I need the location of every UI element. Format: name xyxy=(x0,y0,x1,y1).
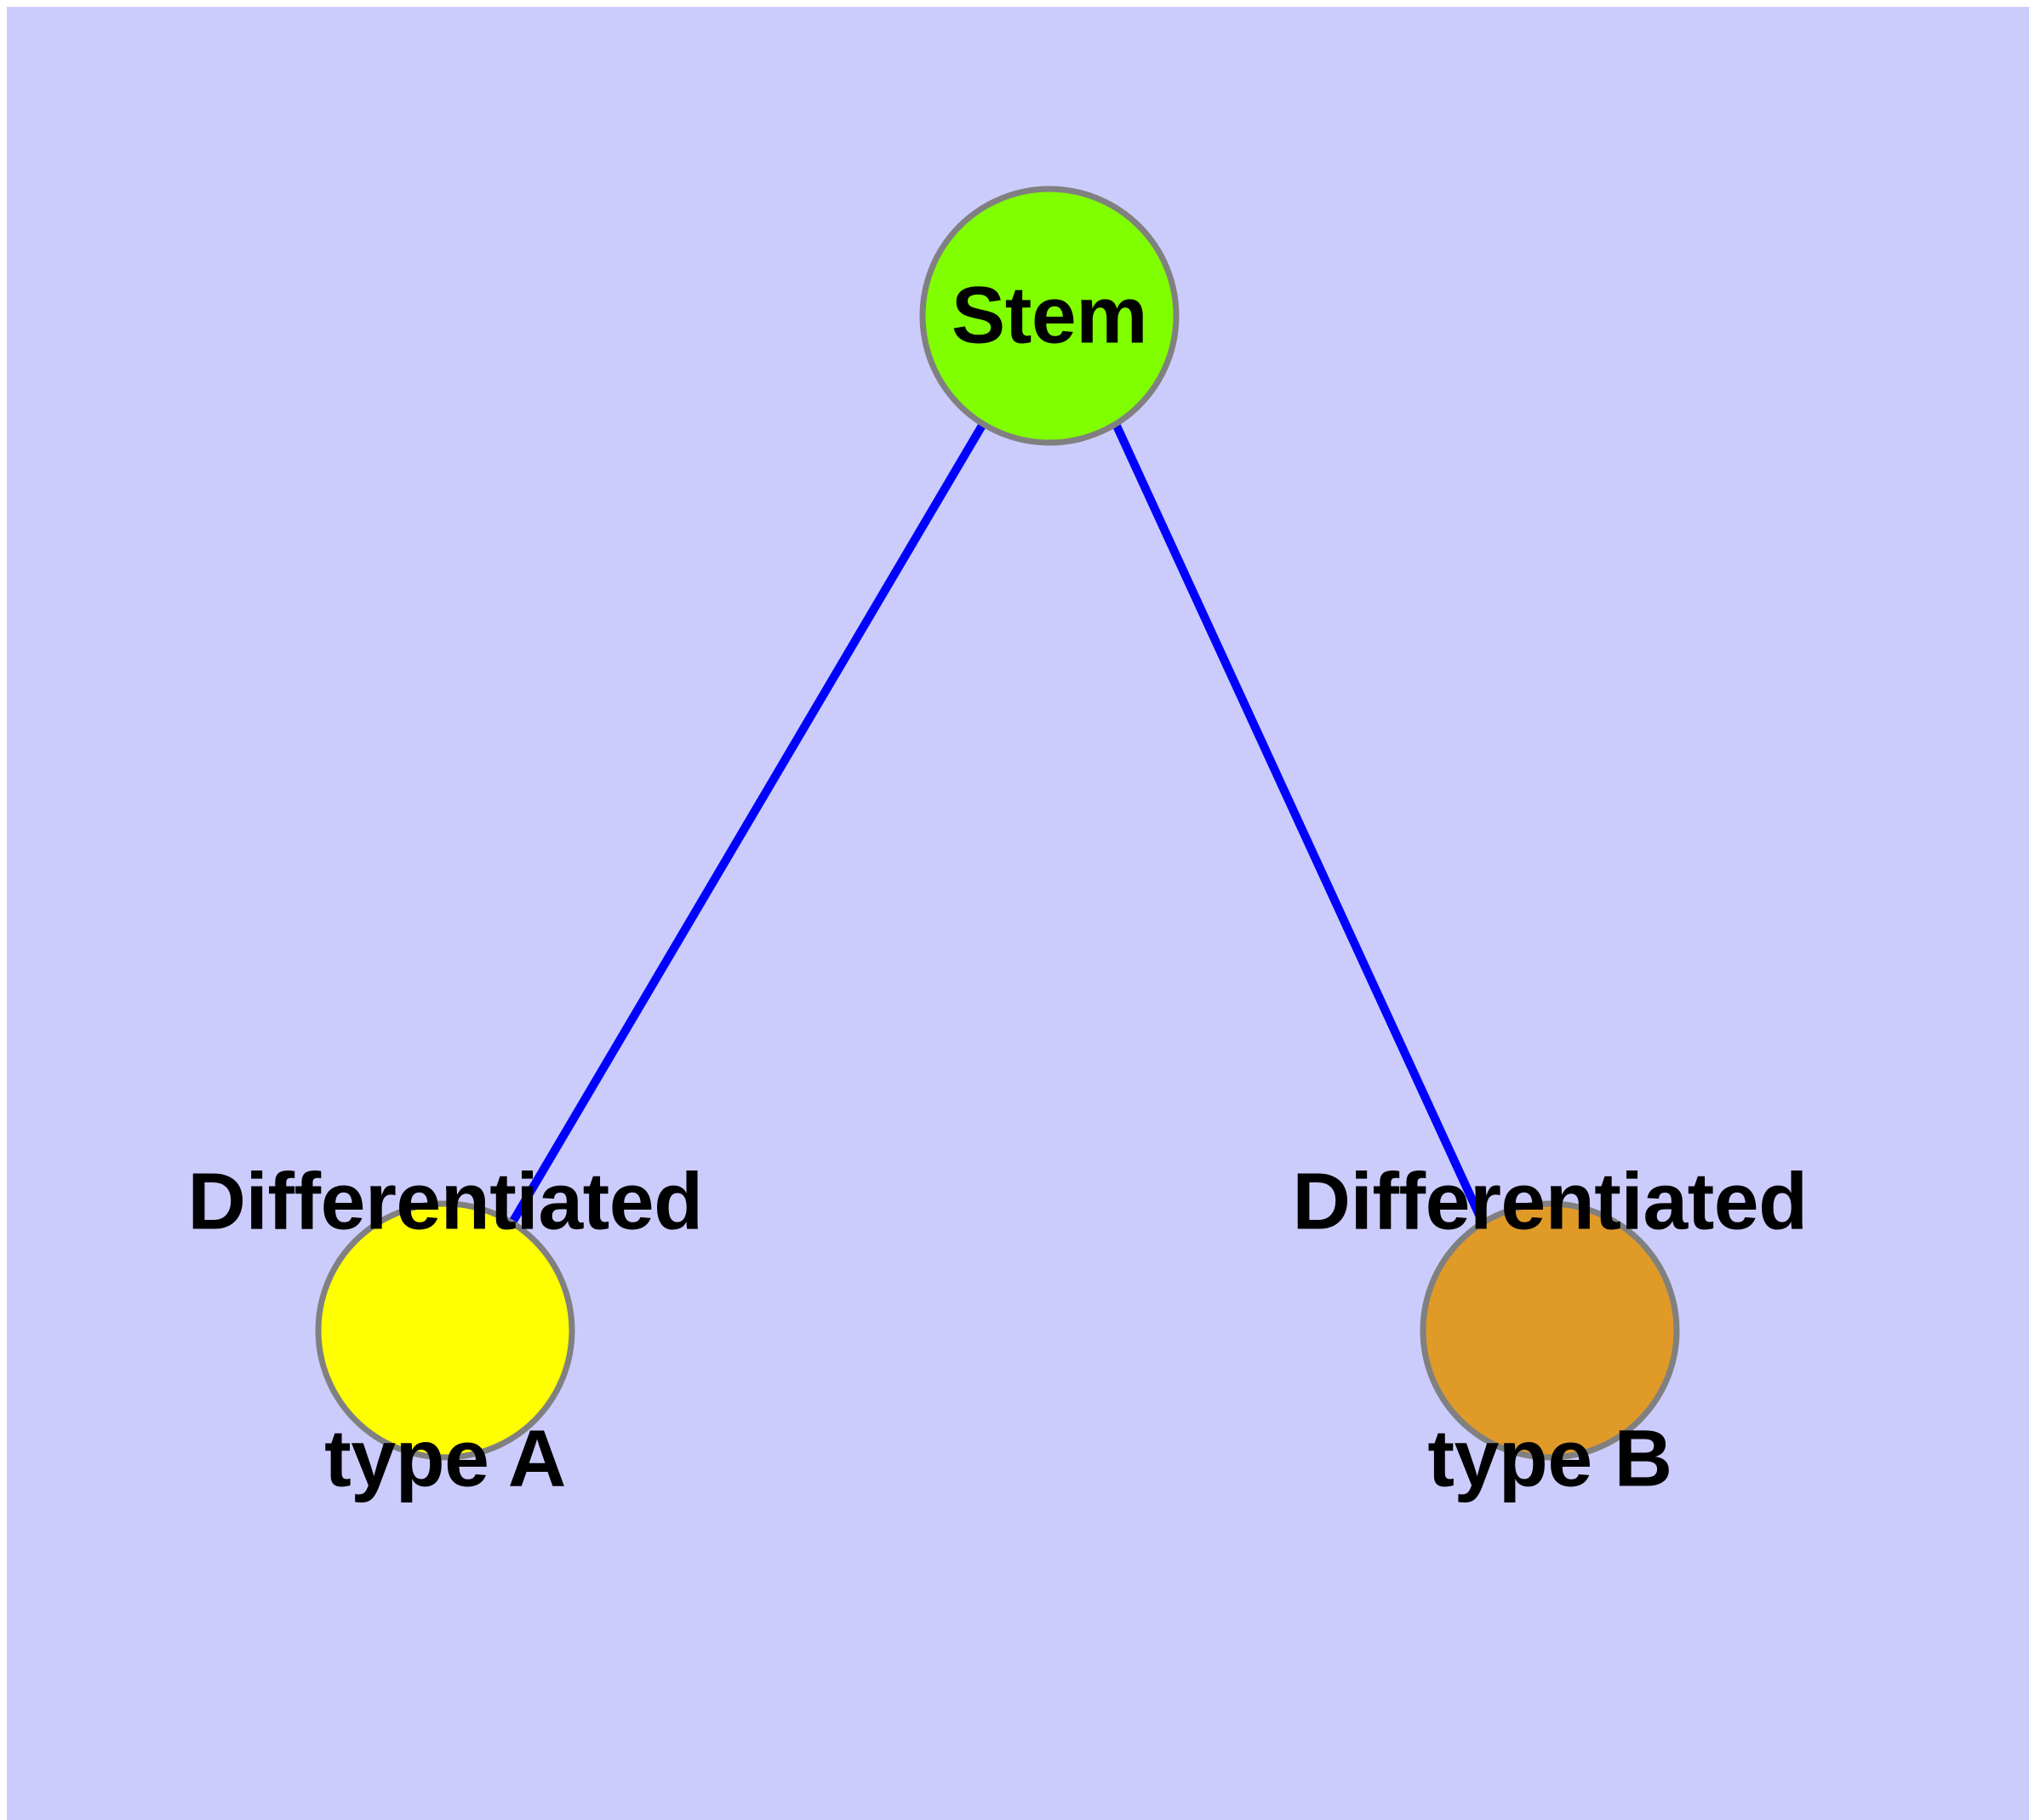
edge-stem-to-differentiated-b[interactable] xyxy=(1112,421,1487,1225)
nodes-group xyxy=(315,186,1680,1461)
edge-stem-to-differentiated-a[interactable] xyxy=(508,421,987,1225)
edges-group xyxy=(508,421,1487,1225)
node-differentiated-type-b[interactable] xyxy=(1420,1200,1680,1461)
node-differentiated-type-a[interactable] xyxy=(315,1200,575,1461)
node-stem[interactable] xyxy=(919,186,1180,446)
